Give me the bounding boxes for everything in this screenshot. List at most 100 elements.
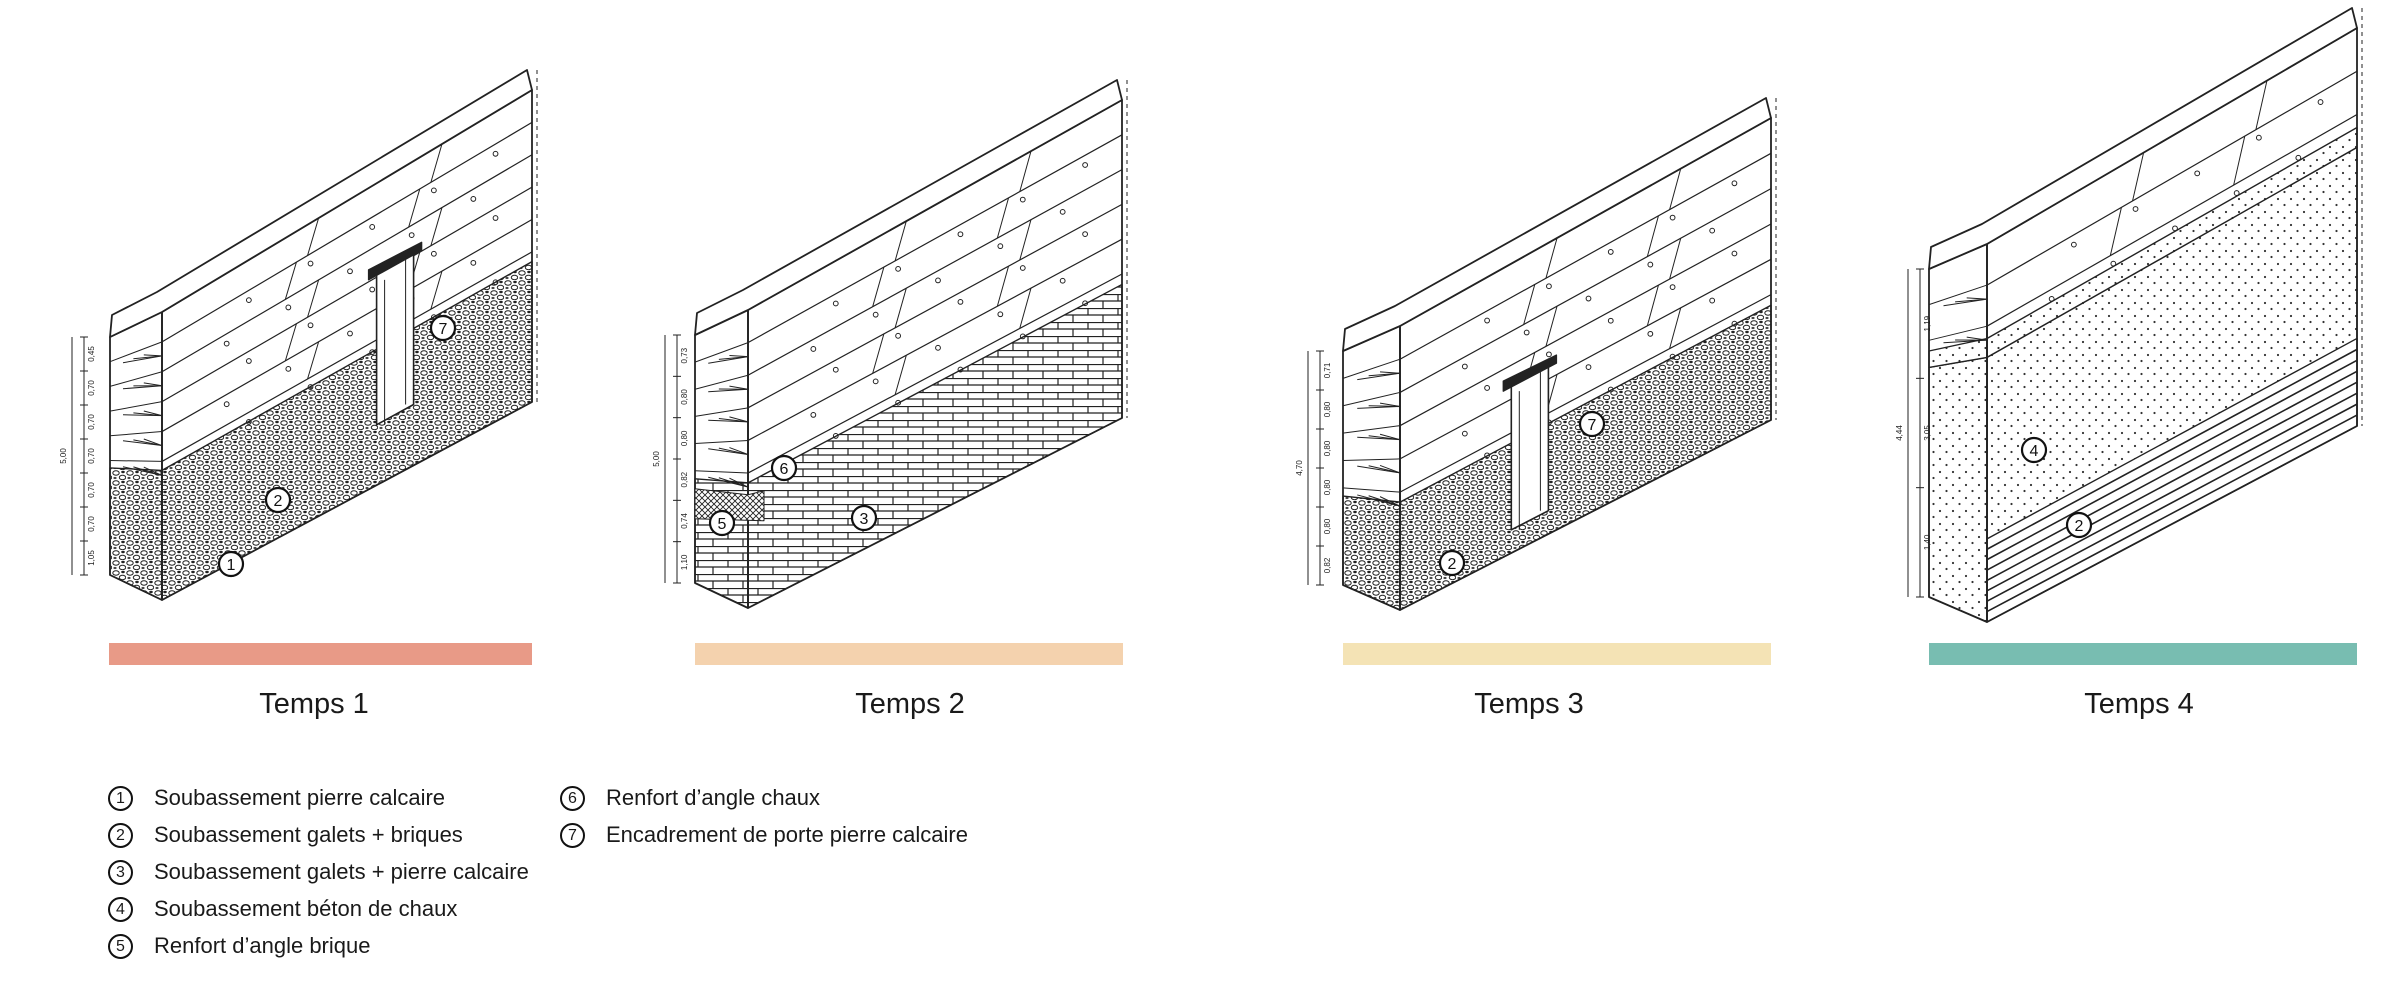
legend-text: Soubassement béton de chaux xyxy=(154,896,458,921)
legend-number-badge: 5 xyxy=(108,933,133,959)
marker-circle xyxy=(1438,549,1466,577)
dimension-label: 0,70 xyxy=(87,380,96,396)
legend-number-badge: 4 xyxy=(108,896,133,922)
marker-number: 7 xyxy=(439,321,448,338)
corner-reinforcement xyxy=(694,488,765,522)
legend-number-badge: 6 xyxy=(560,785,585,811)
marker-number: 5 xyxy=(718,516,727,533)
marker-circle xyxy=(429,314,457,342)
marker-number: 6 xyxy=(780,461,789,478)
dimension-label: 3,05 xyxy=(1923,425,1932,441)
marker-temps1-2: 2 xyxy=(264,486,292,514)
dimension-label: 0,71 xyxy=(1323,362,1332,378)
dimension-label: 0,70 xyxy=(87,414,96,430)
legend-number-badge: 7 xyxy=(560,822,585,848)
legend-item-2: 2 Soubassement galets + briques xyxy=(108,818,463,852)
phase-label-4: Temps 4 xyxy=(2084,688,2194,720)
dimension-total: 5,00 xyxy=(59,448,68,464)
wall-cap xyxy=(1342,97,1772,352)
marker-number: 2 xyxy=(1448,556,1457,573)
marker-circle xyxy=(850,504,878,532)
wall-temps4: 1,19 3,05 1,40 4,44 xyxy=(1895,7,2363,623)
wall-cap xyxy=(694,79,1123,336)
legend-number-badge: 3 xyxy=(108,859,133,885)
marker-number: 3 xyxy=(860,511,869,528)
socle-side xyxy=(1928,356,1988,623)
door-opening xyxy=(1510,364,1550,531)
legend-text: Soubassement galets + briques xyxy=(154,822,463,847)
dimension-label: 0,80 xyxy=(1323,518,1332,534)
dimension-label: 0,80 xyxy=(680,389,689,405)
marker-number: 2 xyxy=(274,493,283,510)
marker-temps1-1: 1 xyxy=(217,550,245,578)
phase-bar-3 xyxy=(1343,643,1771,665)
dimension-label: 0,70 xyxy=(87,448,96,464)
wall-cap xyxy=(109,69,533,338)
phase-bar-4 xyxy=(1929,643,2357,665)
dimension-label: 0,80 xyxy=(1323,440,1332,456)
marker-circle xyxy=(770,454,798,482)
dimension-label: 0,80 xyxy=(680,430,689,446)
dimension-label: 0,70 xyxy=(87,516,96,532)
wall-temps1: 0,45 0,70 0,70 0,70 0,70 0,70 1,05 5,00 xyxy=(59,69,538,601)
phase-label-3: Temps 3 xyxy=(1474,688,1584,720)
legend-text: Soubassement pierre calcaire xyxy=(154,785,446,810)
door-lintel xyxy=(367,241,423,281)
wall-cap xyxy=(1928,7,2358,270)
marker-number: 4 xyxy=(2030,443,2039,460)
dimension-label: 0,82 xyxy=(680,471,689,487)
marker-temps1-7: 7 xyxy=(429,314,457,342)
marker-circle xyxy=(708,509,736,537)
phase-label-1: Temps 1 xyxy=(259,688,369,720)
socle-side xyxy=(1342,495,1401,611)
marker-temps4-2: 2 xyxy=(2065,511,2093,539)
marker-temps2-5: 5 xyxy=(708,509,736,537)
dimension-label: 0,74 xyxy=(680,513,689,529)
dimension-label: 1,05 xyxy=(87,550,96,566)
dimension-label: 0,80 xyxy=(1323,401,1332,417)
phase-label-2: Temps 2 xyxy=(855,688,965,720)
phase-bar-1 xyxy=(109,643,532,665)
dimension-label: 0,80 xyxy=(1323,479,1332,495)
legend-text: Renfort d’angle chaux xyxy=(606,785,821,810)
marker-number: 7 xyxy=(1588,417,1597,434)
socle-side xyxy=(109,467,163,601)
marker-temps4-4: 4 xyxy=(2020,436,2048,464)
wall-temps3: 0,71 0,80 0,80 0,80 0,80 0,82 4,70 xyxy=(1295,97,1777,611)
dimension-total: 4,44 xyxy=(1895,425,1904,441)
legend-item-3: 3 Soubassement galets + pierre calcaire xyxy=(108,855,529,889)
dimension-label: 1,40 xyxy=(1923,534,1932,550)
marker-circle xyxy=(264,486,292,514)
marker-number: 1 xyxy=(227,557,236,574)
legend-number-badge: 1 xyxy=(108,785,133,811)
marker-temps2-6: 6 xyxy=(770,454,798,482)
legend-text: Renfort d’angle brique xyxy=(154,933,371,958)
dimension-label: 1,19 xyxy=(1923,315,1932,331)
phase-bar-2 xyxy=(695,643,1123,665)
legend-text: Soubassement galets + pierre calcaire xyxy=(154,859,529,884)
legend-number-badge: 2 xyxy=(108,822,133,848)
wall-temps2: 0,730,800,800,820,741,105,00 xyxy=(652,79,1128,609)
legend-item-1: 1 Soubassement pierre calcaire xyxy=(108,781,445,815)
marker-temps3-7: 7 xyxy=(1578,410,1606,438)
dimension-total: 4,70 xyxy=(1295,460,1304,476)
dimension-label: 0,82 xyxy=(1323,557,1332,573)
marker-number: 2 xyxy=(2075,518,2084,535)
legend-item-4: 4 Soubassement béton de chaux xyxy=(108,892,457,926)
marker-temps2-3: 3 xyxy=(850,504,878,532)
marker-temps3-2: 2 xyxy=(1438,549,1466,577)
dimension-label: 0,45 xyxy=(87,346,96,362)
dimension-label: 0,70 xyxy=(87,482,96,498)
dimension-label: 1,10 xyxy=(680,554,689,570)
dimension-total: 5,00 xyxy=(652,451,661,467)
legend-item-5: 5 Renfort d’angle brique xyxy=(108,929,370,963)
door-lintel xyxy=(1502,354,1558,392)
marker-circle xyxy=(2065,511,2093,539)
marker-circle xyxy=(1578,410,1606,438)
legend-item-7: 7 Encadrement de porte pierre calcaire xyxy=(560,818,968,852)
legend-item-6: 6 Renfort d’angle chaux xyxy=(560,781,820,815)
door-opening xyxy=(375,251,415,426)
marker-circle xyxy=(2020,436,2048,464)
